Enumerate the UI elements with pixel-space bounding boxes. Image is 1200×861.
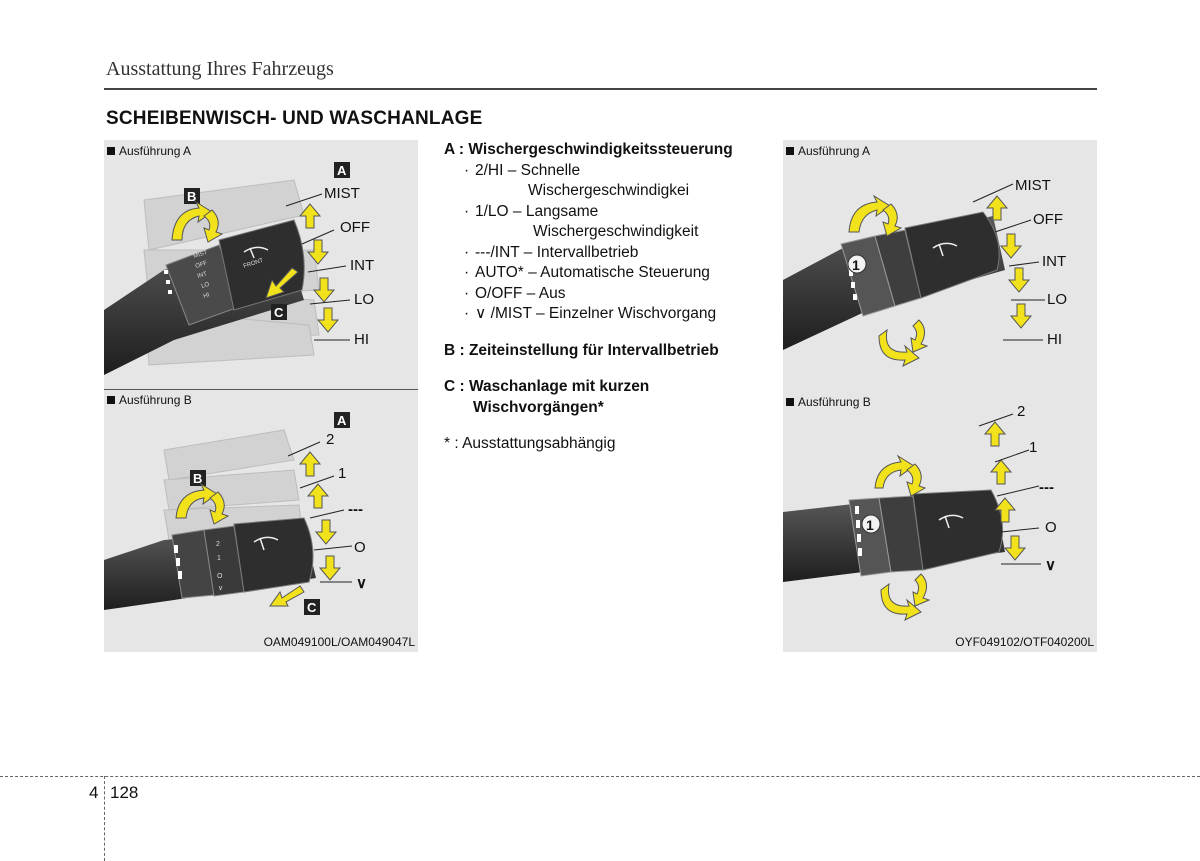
callout-b: B [187,189,196,204]
heading-a: A : Wischergeschwindigkeitssteuerung [444,141,733,158]
arrow-down [312,277,336,303]
lever-mark-int: INT [197,271,208,280]
right-top-illustration: 1 MIST OFF INT LO HI [783,177,1067,367]
right-figure-caption: OYF049102/OTF040200L [955,635,1094,649]
list-item: ·1/LO – Langsame [464,202,599,220]
left-top-illustration: MIST OFF INT LO HI FRONT A B C [104,162,374,375]
list-item: ·∨ /MIST – Einzelner Wischvorgang [464,305,717,322]
lever-b-mark-2: 2 [216,541,220,548]
description-text: A : Wischergeschwindigkeitssteuerung ·2/… [444,140,774,455]
pos-int-dashes: --- [348,501,363,518]
pos-2: 2 [1017,403,1025,420]
list-item-continuation: Wischergeschwindigkei [528,182,690,199]
lever-tip [218,219,305,311]
pos-mist-v: ∨ [1045,557,1056,574]
knob-number: 1 [866,517,874,533]
callout-c: C [307,600,317,615]
wiper-icon [938,514,964,529]
arrow-down [316,307,340,333]
wiper-icon [243,246,269,259]
pos-off: OFF [340,219,370,236]
wiper-icon [932,242,958,257]
pos-mist-v: ∨ [356,575,367,592]
pos-mist: MIST [1015,177,1051,194]
list-item: ·AUTO* – Automatische Steuerung [464,264,710,281]
pos-o: O [1045,519,1057,536]
right-bottom-label: Ausführung B [786,395,871,409]
left-top-label: Ausführung A [107,144,191,158]
heading-c: C : Waschanlage mit kurzen [444,378,650,395]
pos-hi: HI [1047,331,1062,348]
pos-1: 1 [1029,439,1037,456]
callout-a: A [337,163,347,178]
callout-a: A [337,413,347,428]
pos-1: 1 [338,465,346,482]
pos-2: 2 [326,431,334,448]
lever-mark-hi: HI [203,292,211,300]
list-item: ·2/HI – Schnelle [464,161,581,179]
pos-hi: HI [354,331,369,348]
lever-b-mark-1: 1 [217,555,221,562]
pos-mist: MIST [324,185,360,202]
page-number: 128 [110,783,139,802]
pos-int-dashes: --- [1039,479,1054,496]
lever-mark-mist: MIST [193,250,209,260]
pos-lo: LO [1047,291,1067,308]
list-item-continuation: Wischergeschwindigkeit [533,223,699,240]
running-header: Ausstattung Ihres Fahrzeugs [106,58,334,80]
list-item: ·O/OFF – Aus [464,284,566,302]
list-item: ·---/INT – Intervallbetrieb [464,243,639,261]
lever-b-mark-o: O [217,573,223,580]
right-figure-panel: Ausführung A 1 [783,140,1097,652]
pos-int: INT [1042,253,1066,270]
pos-int: INT [350,257,374,274]
wiper-icon [253,536,279,551]
left-bottom-label: Ausführung B [107,393,192,407]
heading-c-cont: Wischvorgängen* [473,398,604,416]
footnote: * : Ausstattungsabhängig [444,435,616,452]
pos-off: OFF [1033,211,1063,228]
chapter-number: 4 [89,783,99,802]
left-figure-caption: OAM049100L/OAM049047L [263,635,415,649]
section-title: SCHEIBENWISCH- UND WASCHANLAGE [106,108,483,129]
footer-vertical-rule [104,776,105,861]
lever-mark-lo: LO [201,282,211,290]
lever-b-mark-v: ∨ [218,585,223,592]
arrow-down [306,239,330,265]
heading-b: B : Zeiteinstellung für Intervallbetrieb [444,341,719,359]
left-figure-panel: Ausführung A MIST OFF INT LO HI FRONT [104,140,418,652]
knob-number: 1 [852,257,860,273]
header-rule [104,88,1097,90]
lever-mark-off: OFF [195,260,209,270]
arrow-up [298,203,322,229]
right-bottom-illustration: 1 2 1 --- O ∨ [783,403,1057,621]
left-bottom-illustration: 2 1 O ∨ A B C 2 1 [104,412,367,615]
left-panel-divider [104,389,418,390]
pos-lo: LO [354,291,374,308]
pos-o: O [354,539,366,556]
footer-rule [0,776,1200,777]
callout-b: B [193,471,202,486]
right-top-label: Ausführung A [786,144,870,158]
callout-c: C [274,305,284,320]
